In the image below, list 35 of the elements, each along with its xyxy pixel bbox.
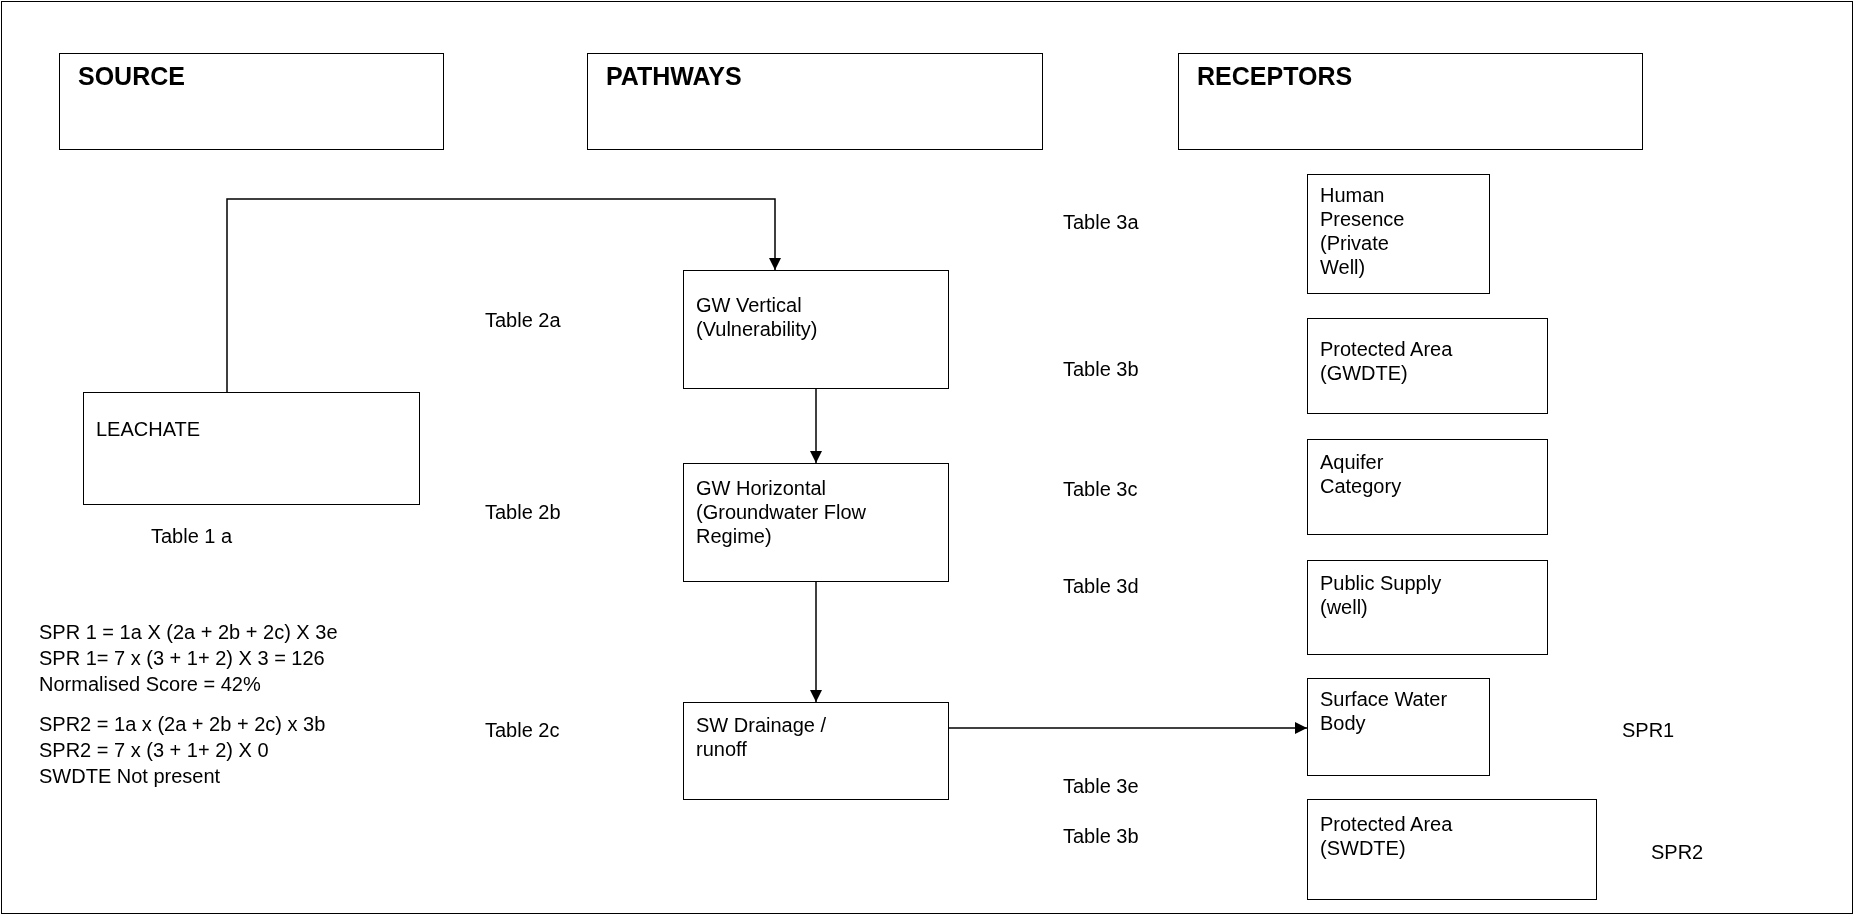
header-box: PATHWAYS — [587, 53, 1043, 150]
table-reference: Table 3d — [1063, 574, 1139, 598]
formula-text: Normalised Score = 42% — [39, 672, 261, 696]
process-box: GW Horizontal (Groundwater Flow Regime) — [683, 463, 949, 582]
header-box: RECEPTORS — [1178, 53, 1643, 150]
process-box: SW Drainage / runoff — [683, 702, 949, 800]
table-reference: Table 3b — [1063, 357, 1139, 381]
table-reference: SPR1 — [1622, 718, 1675, 742]
table-reference: SPR2 — [1651, 840, 1704, 864]
table-reference: Table 2b — [485, 500, 561, 524]
header-box: SOURCE — [59, 53, 444, 150]
table-reference: Table 2c — [485, 718, 560, 742]
formula-text: SWDTE Not present — [39, 764, 221, 788]
table-reference: Table 1 a — [151, 524, 233, 548]
receptor-box: Protected Area (GWDTE) — [1307, 318, 1548, 414]
table-reference: Table 3e — [1063, 774, 1139, 798]
table-reference: Table 3b — [1063, 824, 1139, 848]
table-reference: Table 2a — [485, 308, 561, 332]
process-box: GW Vertical (Vulnerability) — [683, 270, 949, 389]
formula-text: SPR2 = 1a x (2a + 2b + 2c) x 3b — [39, 712, 326, 736]
arrow — [226, 198, 781, 393]
receptor-box: Human Presence (Private Well) — [1307, 174, 1490, 294]
arrow — [810, 581, 822, 703]
source-box: LEACHATE — [83, 392, 420, 505]
receptor-box: Aquifer Category — [1307, 439, 1548, 535]
receptor-box: Public Supply (well) — [1307, 560, 1548, 655]
receptor-box: Protected Area (SWDTE) — [1307, 799, 1597, 900]
arrow — [948, 722, 1308, 734]
receptor-box: Surface Water Body — [1307, 678, 1490, 776]
table-reference: Table 3a — [1063, 210, 1139, 234]
table-reference: Table 3c — [1063, 477, 1138, 501]
formula-text: SPR2 = 7 x (3 + 1+ 2) X 0 — [39, 738, 269, 762]
formula-text: SPR 1 = 1a X (2a + 2b + 2c) X 3e — [39, 620, 338, 644]
formula-text: SPR 1= 7 x (3 + 1+ 2) X 3 = 126 — [39, 646, 325, 670]
arrow — [810, 388, 822, 464]
